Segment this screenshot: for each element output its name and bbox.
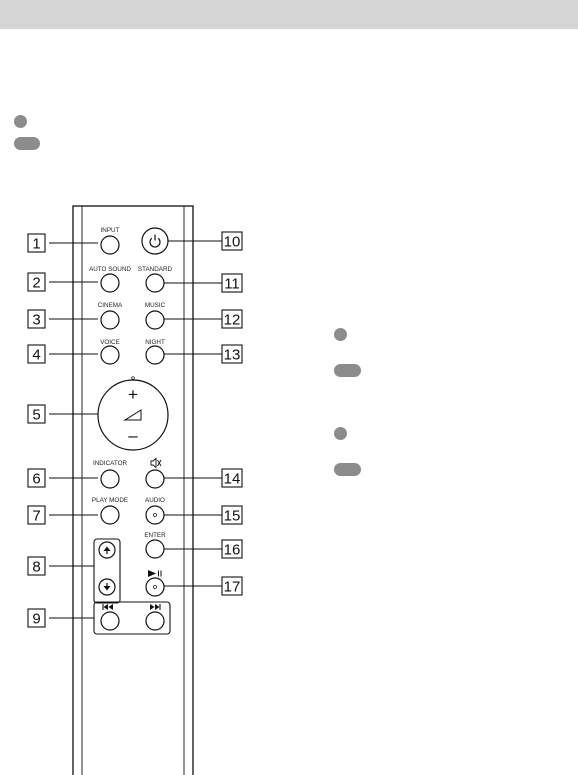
indicator-label: INDICATOR xyxy=(93,460,128,467)
play-mode-button[interactable] xyxy=(100,505,120,525)
auto-sound-label: AUTO SOUND xyxy=(89,266,131,273)
callout-number-3: 3 xyxy=(32,312,40,329)
input-button[interactable] xyxy=(100,235,120,255)
callout-number-6: 6 xyxy=(32,471,40,488)
callout-number-16: 16 xyxy=(224,542,241,559)
callout-number-12: 12 xyxy=(224,312,241,329)
power-button[interactable] xyxy=(141,227,169,255)
callout-number-2: 2 xyxy=(32,275,40,292)
audio-tactile-dot xyxy=(153,513,157,517)
power-icon xyxy=(149,234,161,248)
standard-label: STANDARD xyxy=(138,266,173,273)
indicator-button[interactable] xyxy=(100,469,120,489)
callout-number-11: 11 xyxy=(224,276,240,293)
play-pause-icon xyxy=(148,570,162,577)
legend-dot-marker xyxy=(334,427,347,440)
enter-label: ENTER xyxy=(144,532,166,539)
callout-box-7 xyxy=(27,505,46,525)
next-track-icon xyxy=(150,604,161,610)
mute-button[interactable] xyxy=(145,469,165,489)
audio-label: AUDIO xyxy=(145,497,165,504)
callout-number-1: 1 xyxy=(32,236,40,253)
arrow-group-frame xyxy=(93,538,121,604)
callout-number-9: 9 xyxy=(32,611,40,628)
legend-pill-marker xyxy=(334,463,361,476)
previous-track-icon xyxy=(102,604,113,610)
callout-box-13 xyxy=(221,344,243,364)
callout-number-10: 10 xyxy=(224,234,241,251)
night-button[interactable] xyxy=(145,345,165,365)
input-label: INPUT xyxy=(101,227,120,234)
enter-button[interactable] xyxy=(145,539,165,559)
callout-box-5 xyxy=(27,404,46,424)
voice-label: VOICE xyxy=(100,339,120,346)
legend-dot-marker xyxy=(334,328,347,341)
callout-box-12 xyxy=(221,309,243,329)
callout-box-11 xyxy=(221,273,243,293)
callout-number-14: 14 xyxy=(224,471,241,488)
cinema-label: CINEMA xyxy=(98,302,123,309)
legend-dot-marker xyxy=(14,115,27,128)
audio-button[interactable] xyxy=(145,505,165,525)
callout-number-15: 15 xyxy=(224,508,241,525)
music-label: MUSIC xyxy=(145,302,166,309)
callout-box-17 xyxy=(221,576,243,596)
previous-button[interactable] xyxy=(100,611,120,631)
music-button[interactable] xyxy=(145,310,165,330)
callout-box-10 xyxy=(221,231,243,251)
mute-icon xyxy=(150,457,162,469)
callout-box-1 xyxy=(27,233,46,253)
arrow-up-icon xyxy=(103,546,111,554)
callout-number-5: 5 xyxy=(32,407,40,424)
callout-box-8 xyxy=(27,556,46,576)
standard-button[interactable] xyxy=(145,273,165,293)
legend-pill-marker xyxy=(334,364,361,377)
volume-ramp-icon xyxy=(123,409,142,421)
callout-number-17: 17 xyxy=(224,579,241,596)
remote-body xyxy=(72,205,194,775)
night-label: NIGHT xyxy=(145,339,165,346)
play-mode-label: PLAY MODE xyxy=(92,497,128,504)
callout-box-4 xyxy=(27,344,46,364)
callout-number-7: 7 xyxy=(32,508,40,525)
callout-box-2 xyxy=(27,272,46,292)
callout-box-15 xyxy=(221,505,243,525)
volume-tactile-dot xyxy=(131,376,135,380)
volume-plus-label: + xyxy=(128,385,138,404)
auto-sound-button[interactable] xyxy=(100,273,120,293)
skip-group-frame xyxy=(93,601,171,635)
voice-button[interactable] xyxy=(100,345,120,365)
play-pause-button[interactable] xyxy=(145,577,165,597)
callout-number-4: 4 xyxy=(32,347,40,364)
callout-box-9 xyxy=(27,608,46,628)
callout-box-14 xyxy=(221,468,243,488)
volume-minus-label: – xyxy=(128,426,138,445)
callout-box-6 xyxy=(27,468,46,488)
callout-number-13: 13 xyxy=(224,347,241,364)
callout-box-3 xyxy=(27,309,46,329)
arrow-down-icon xyxy=(103,583,111,591)
legend-pill-marker xyxy=(14,137,40,150)
cinema-button[interactable] xyxy=(100,310,120,330)
callout-box-16 xyxy=(221,539,243,559)
play-pause-tactile-dot xyxy=(153,585,157,589)
callout-number-8: 8 xyxy=(32,559,40,576)
next-button[interactable] xyxy=(145,611,165,631)
header-bar xyxy=(0,0,578,29)
